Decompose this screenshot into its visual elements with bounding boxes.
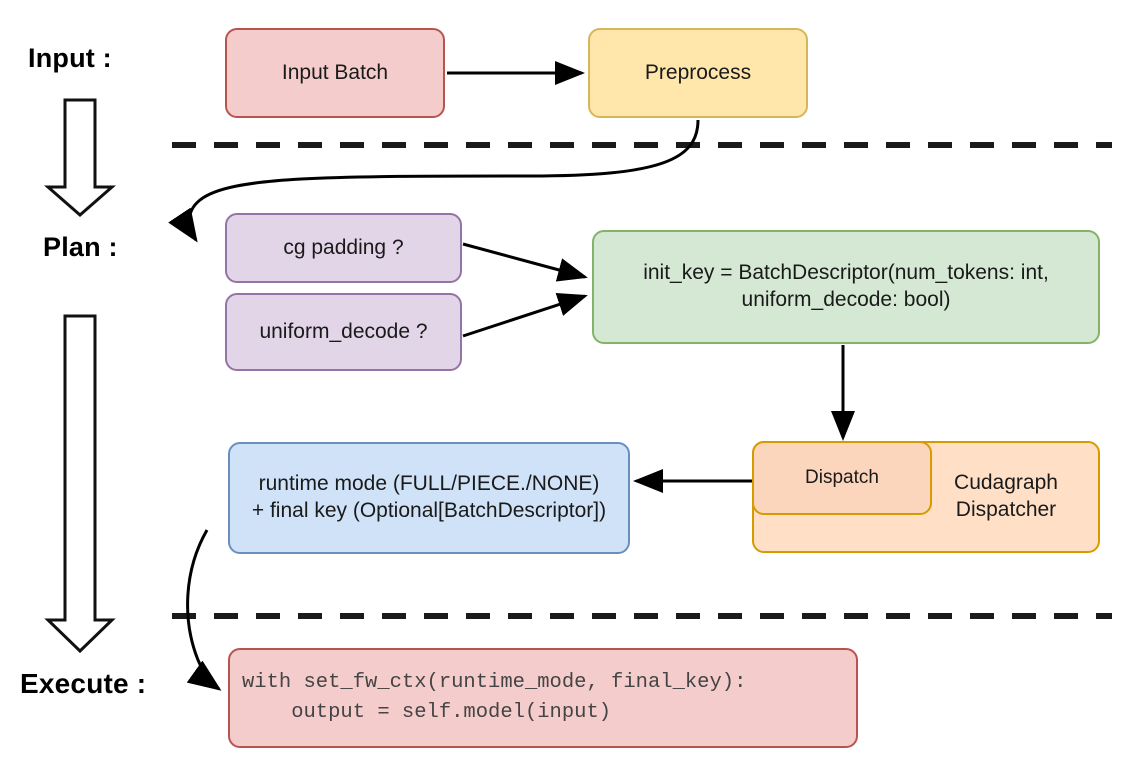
- node-runtime-mode-line1: runtime mode (FULL/PIECE./NONE): [258, 472, 600, 496]
- stage-label-input: Input :: [28, 43, 112, 73]
- stage-label-execute: Execute :: [20, 668, 147, 699]
- edge-cg-padding-to-init-key: [462, 242, 588, 282]
- node-cudagraph-dispatcher-line1: Cudagraph: [954, 471, 1058, 495]
- node-init-key-line1: init_key = BatchDescriptor(num_tokens: i…: [643, 261, 1049, 285]
- node-runtime-mode-line2: + final key (Optional[BatchDescriptor]): [251, 499, 607, 522]
- node-init-key[interactable]: init_key = BatchDescriptor(num_tokens: i…: [592, 230, 1100, 344]
- node-input-batch[interactable]: Input Batch: [225, 28, 445, 118]
- node-execute-code-line2: output = self.model(input): [242, 701, 612, 724]
- edge-uniform-decode-to-init-key: [462, 293, 588, 338]
- block-arrow-input-to-plan: [44, 98, 116, 217]
- node-preprocess[interactable]: Preprocess: [588, 28, 808, 118]
- block-arrow-plan-to-execute: [44, 314, 116, 654]
- stage-label-plan: Plan :: [43, 232, 118, 262]
- node-cg-padding[interactable]: cg padding ?: [225, 213, 462, 283]
- node-runtime-mode[interactable]: runtime mode (FULL/PIECE./NONE) + final …: [228, 442, 630, 554]
- node-execute-code[interactable]: with set_fw_ctx(runtime_mode, final_key)…: [228, 648, 858, 748]
- node-cudagraph-dispatcher-line2: Dispatcher: [955, 498, 1057, 521]
- node-uniform-decode[interactable]: uniform_decode ?: [225, 293, 462, 371]
- node-execute-code-line1: with set_fw_ctx(runtime_mode, final_key)…: [242, 671, 747, 695]
- edge-runtime-mode-to-execute-code: [186, 529, 222, 691]
- node-dispatch[interactable]: Dispatch: [752, 441, 932, 515]
- node-init-key-line2: uniform_decode: bool): [741, 288, 951, 311]
